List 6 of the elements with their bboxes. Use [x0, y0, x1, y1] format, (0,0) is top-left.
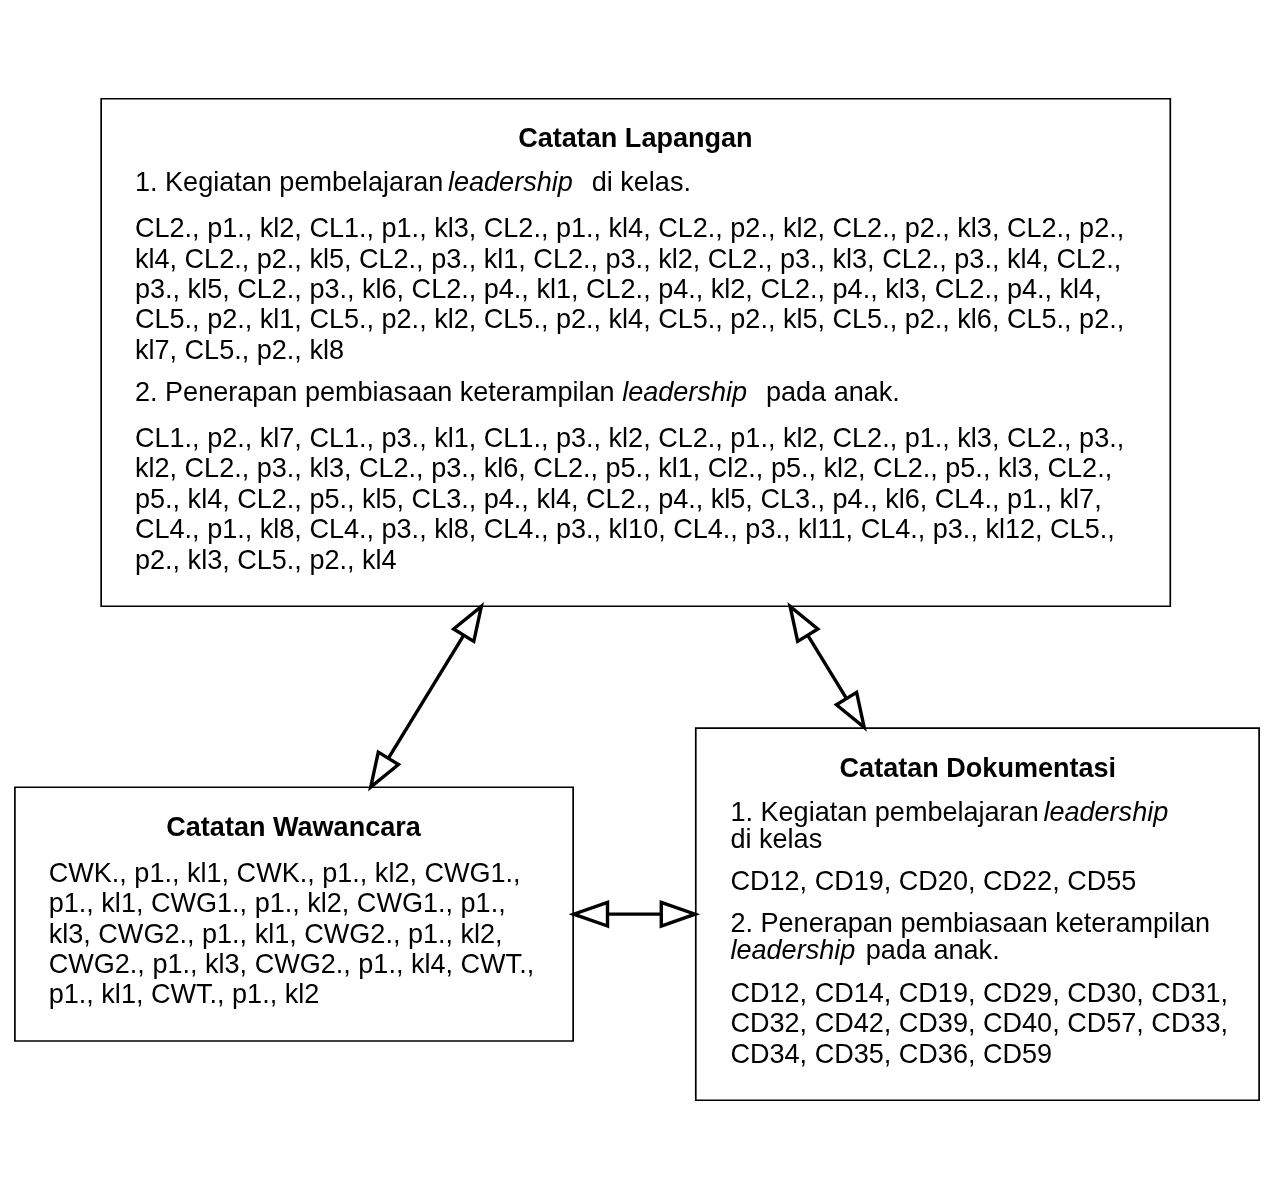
- node-box: Catatan Dokumentasi 1. Kegiatan pembelajaran leadership di kelas CD12, CD19, CD20, CD22, CD55 2. Penerapan pembiasaan keterampilan leadership pada anak. CD12, CD14, CD19, CD29, CD30, CD31, CD32, CD42, CD39, CD40, CD57, CD33, CD34, CD35, CD36, CD59: [694, 727, 1260, 1102]
- arrow: [368, 602, 485, 792]
- arrow: [568, 899, 701, 929]
- node-box: Catatan Lapangan 1. Kegiatan pembelajaran leadership di kelas. CL2., p1., kl2, CL1., p1., kl3, CL2., p1., kl4, CL2., p2., kl2, CL2., p2., kl3, CL2., p2., kl4, CL2., p2., kl5, CL2., p3., kl1, CL2., p3., kl2, CL2., p3., kl3, CL2., p3., kl4, CL2., p3., kl5, CL2., p3., kl6, CL2., p4., kl1, CL2., p4., kl2, CL2., p4., kl3, CL2., p4., kl4, CL5., p2., kl1, CL5., p2., kl2, CL5., p2., kl4, CL5., p2., kl5, CL5., p2., kl6, CL5., p2., kl7, CL5., p2., kl8 2. Penerapan pembiasaan keterampilan leadership pada anak. CL1., p2., kl7, CL1., p3., kl1, CL1., p3., kl2, CL2., p1., kl2, CL2., p1., kl3, CL2., p3., kl2, CL2., p3., kl3, CL2., p3., kl6, CL2., p5., kl1, Cl2., p5., kl2, CL2., p5., kl3, CL2., p5., kl4, CL2., p5., kl5, CL3., p4., kl4, CL2., p4., kl5, CL3., p4., kl6, CL4., p1., kl7, CL4., p1., kl8, CL4., p3., kl8, CL4., p3., kl10, CL4., p3., kl11, CL4., p3., kl12, CL5., p2., kl3, CL5., p2., kl4: [100, 97, 1172, 608]
- node-box: Catatan Wawancara CWK., p1., kl1, CWK., p1., kl2, CWG1., p1., kl1, CWG1., p1., kl2, CWG1., p1., kl3, CWG2., p1., kl1, CWG2., p1., kl2, CWG2., p1., kl3, CWG2., p1., kl4, CWT., p1., kl1, CWT., p1., kl2: [14, 786, 574, 1042]
- arrow: [787, 602, 867, 732]
